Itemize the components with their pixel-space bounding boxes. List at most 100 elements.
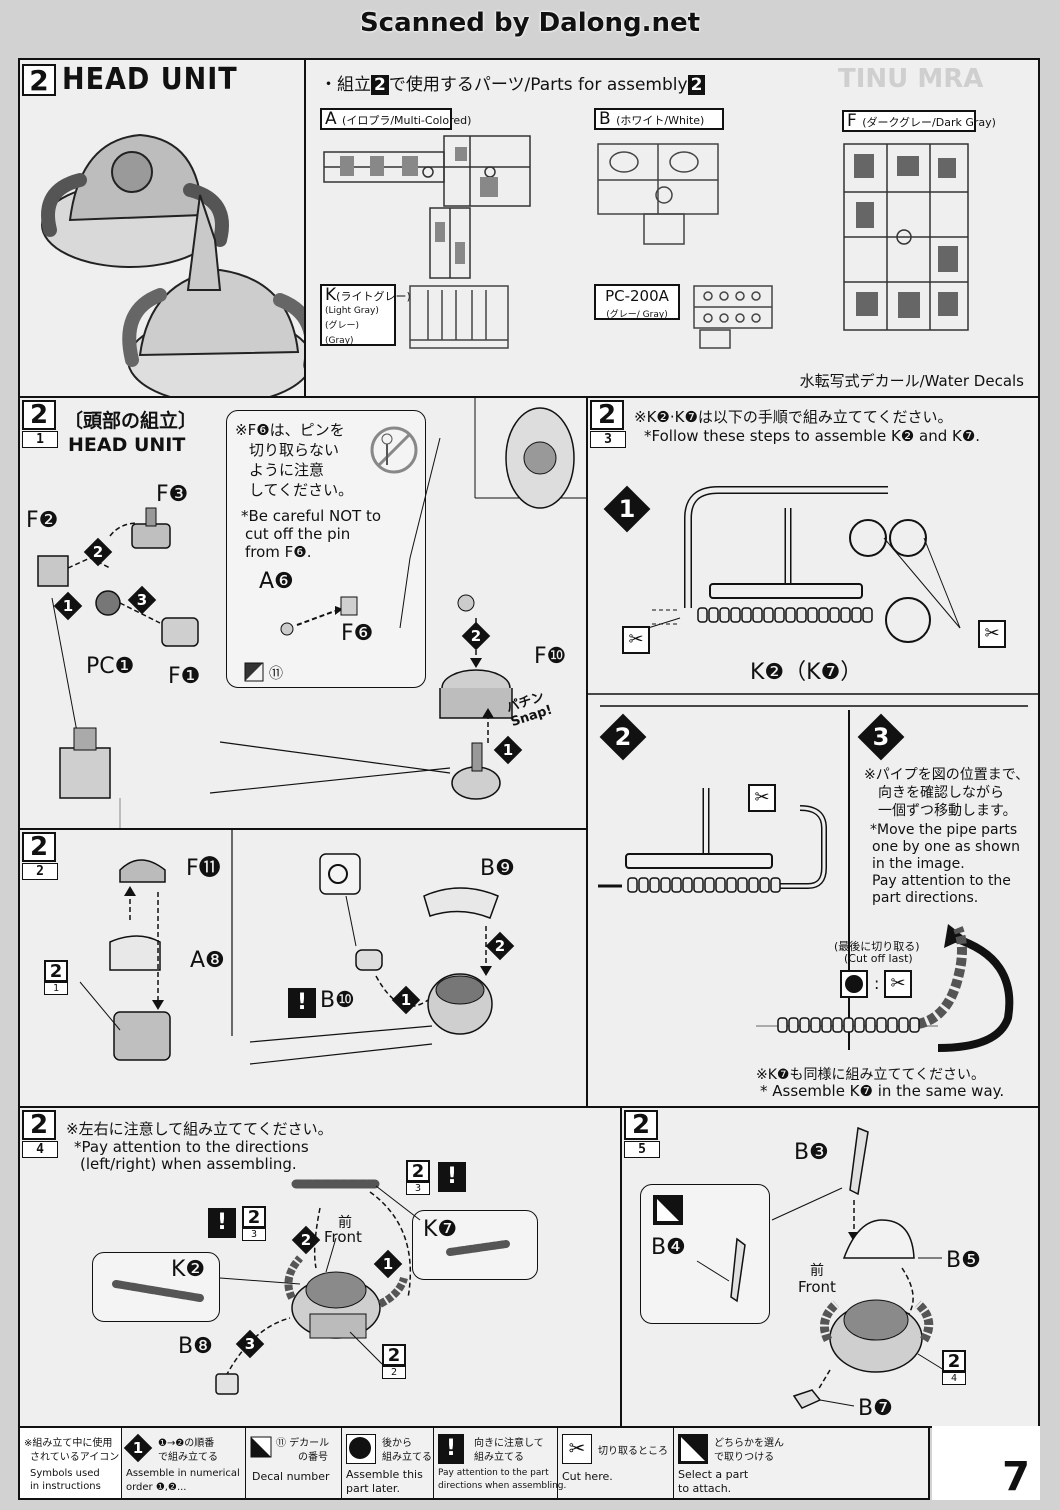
front-label-jp: 前 (338, 1215, 352, 1231)
runner-a-sprue (323, 135, 531, 279)
pipe-segment (829, 607, 840, 623)
step-2-2-diagram (79, 830, 499, 1065)
pipe-segment (704, 877, 715, 893)
legend-select-en-2: to attach. (678, 1482, 732, 1495)
pipe-segment (638, 877, 649, 893)
step-ref-2-4-badge: 2 4 (942, 1350, 966, 1385)
page-title: HEAD UNIT (62, 62, 238, 97)
step-ref-badge: 2 1 (44, 960, 68, 995)
header-head-unit-panel: 2 HEAD UNIT (18, 58, 306, 398)
step-order-1-icon: 1 (53, 591, 83, 621)
caution-icon: ! (288, 988, 316, 1018)
label-a8: A❽ (190, 948, 225, 973)
label-b4: B❹ (651, 1235, 686, 1260)
assemble-later-icon (346, 1434, 376, 1464)
select-part-callout: B❹ (640, 1184, 770, 1324)
pin-note-en-1: *Be careful NOT to (241, 507, 382, 525)
substep-3-jp-2: 向きを確認しながら (878, 785, 1004, 801)
step-order-1-icon: 1 (391, 985, 421, 1015)
k2-pipe-chain (697, 607, 873, 623)
assemble-later-icon (840, 970, 868, 998)
substep-2-diagram (598, 788, 827, 893)
a6-f6-assembly-diagram (244, 596, 358, 682)
b4-antenna-part (696, 1237, 746, 1303)
cut-here-icon-left: ✂ (622, 626, 650, 654)
legend-direction-en-2: directions when assembling. (438, 1481, 567, 1491)
substep-2-icon: 2 (599, 713, 647, 761)
legend-decal-jp-1: ⑪ デカール (276, 1438, 330, 1449)
step-2-1-main-diagram (37, 398, 586, 828)
front-label-en: Front (798, 1278, 836, 1296)
substep-3-icon: 3 (857, 713, 905, 761)
faded-background-arm-unit: TINU MRA (838, 64, 984, 94)
order-diamond-icon: 1 (123, 1433, 153, 1463)
pipe-segment (763, 607, 774, 623)
pipe-segment (788, 1017, 799, 1033)
pipe-segment (821, 1017, 832, 1033)
step-ref-2-2-badge: 2 2 (382, 1344, 406, 1379)
legend-select-en-1: Select a part (678, 1468, 749, 1481)
page-number: 7 (1002, 1454, 1030, 1500)
runner-pc-tag: PC-200A(グレー/ Gray) (594, 284, 680, 320)
legend-later: 後から 組み立てる Assemble this part later. (342, 1428, 434, 1498)
pipe-segment (730, 607, 741, 623)
step-number-badge: 2 (22, 64, 56, 96)
pipe-segment (796, 607, 807, 623)
legend-order: 1 ❶→❷の順番 で組み立てる Assemble in numerical or… (122, 1428, 246, 1498)
cut-last-jp: (最後に切り取る) (834, 940, 920, 953)
pipe-segment (741, 607, 752, 623)
step-order-3-icon: 3 (127, 585, 157, 615)
legend-later-jp-1: 後から (382, 1438, 412, 1449)
step-order-2-icon: 2 (291, 1225, 321, 1255)
label-b3: B❸ (794, 1140, 829, 1165)
pipe-segment (807, 607, 818, 623)
water-decals-label: 水転写式デカール/Water Decals (799, 372, 1024, 390)
scissors-icon: ✂ (562, 1434, 592, 1464)
legend-select-jp-1: どちらかを選ん (714, 1438, 784, 1449)
runner-b-tag: B (ホワイト/White) (594, 108, 724, 130)
label-b10: B❿ (320, 988, 355, 1013)
same-way-en: * Assemble K❼ in the same way. (760, 1082, 1005, 1100)
pipe-segment (726, 877, 737, 893)
cut-last-en: (Cut off last) (844, 952, 913, 965)
step-ref-2-3-badge-top: 2 3 (406, 1160, 430, 1195)
pipe-segment (832, 1017, 843, 1033)
runner-k-tag: K(ライトグレー) (Light Gray) (グレー) (Gray) (320, 284, 411, 346)
pin-note-en-3: from F❻. (245, 543, 312, 561)
pipe-segment (843, 1017, 854, 1033)
pipe-segment (876, 1017, 887, 1033)
step-ref-2-3-badge-left: 2 3 (242, 1206, 266, 1241)
pipe-segment (671, 877, 682, 893)
step-2-3-note-jp: ※K❷·K❼は以下の手順で組み立ててください。 (634, 408, 953, 426)
runner-b-sprue (597, 143, 719, 245)
pin-note-jp-3: ように注意 (249, 461, 325, 479)
caution-icon-top: ! (438, 1162, 466, 1192)
legend-later-jp-2: 組み立てる (382, 1452, 432, 1463)
caution-icon-left: ! (208, 1208, 236, 1238)
cut-here-icon-sub2: ✂ (748, 784, 776, 812)
substep-3-en-3: in the image. (872, 856, 965, 872)
legend-select-jp-2: で取りつける (714, 1452, 775, 1463)
legend-direction-jp-2: 組み立てる (474, 1452, 524, 1463)
label-a6: A❻ (259, 569, 294, 594)
pipe-segment (865, 1017, 876, 1033)
pipe-segment (660, 877, 671, 893)
step-2-4-note-jp: ※左右に注意して組み立ててください。 (66, 1120, 333, 1138)
pipe-segment (799, 1017, 810, 1033)
label-f11: F⓫ (186, 856, 221, 881)
same-way-jp: ※K❼も同様に組み立ててください。 (756, 1067, 986, 1083)
substep-3-en-2: one by one as shown (872, 839, 1021, 855)
label-b5: B❺ (946, 1248, 981, 1273)
pipe-segment (682, 877, 693, 893)
caution-icon: ! (438, 1434, 464, 1464)
pipe-segment (719, 607, 730, 623)
no-cut-pin-icon (370, 426, 418, 474)
substep-divider (848, 710, 850, 1050)
